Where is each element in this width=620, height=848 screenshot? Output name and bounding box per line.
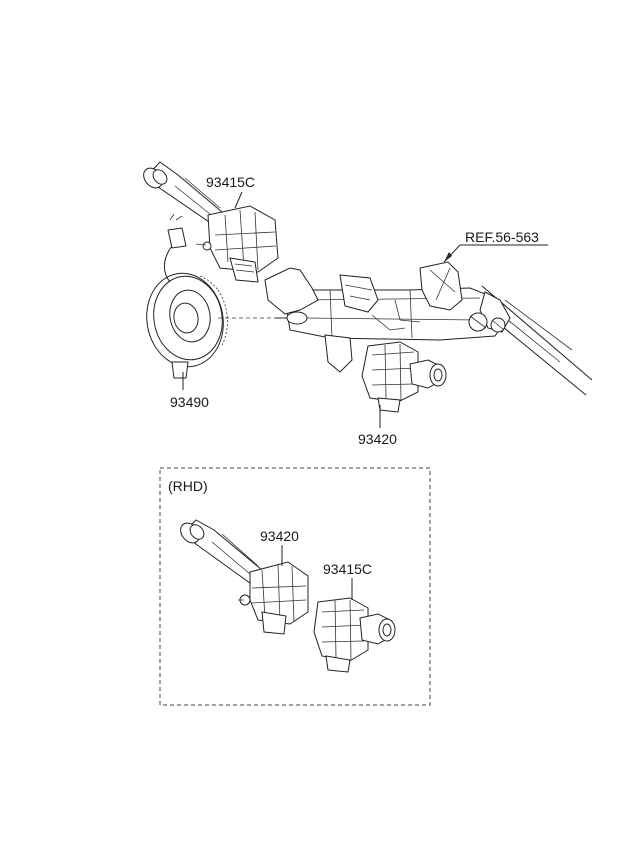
part-label-ref: REF.56-563	[465, 229, 539, 245]
combination-switch-icon	[180, 519, 309, 635]
part-label-93420-upper: 93420	[358, 431, 397, 447]
rhd-box	[159, 467, 431, 706]
combination-switch-icon	[361, 341, 447, 413]
combination-switch-icon	[313, 597, 396, 673]
combination-switch-icon	[143, 161, 279, 283]
rhd-title: (RHD)	[168, 478, 208, 494]
ref-arrow-icon	[444, 252, 452, 262]
leader-93415c-upper	[234, 191, 243, 209]
steering-column-icon	[264, 261, 593, 396]
part-label-93420-rhd: 93420	[260, 528, 299, 544]
part-label-93415c-upper: 93415C	[206, 174, 256, 190]
clock-spring-icon	[146, 213, 228, 379]
ref-leader-line	[443, 244, 548, 263]
part-label-93490: 93490	[170, 394, 209, 410]
part-label-93415c-rhd: 93415C	[323, 561, 373, 577]
